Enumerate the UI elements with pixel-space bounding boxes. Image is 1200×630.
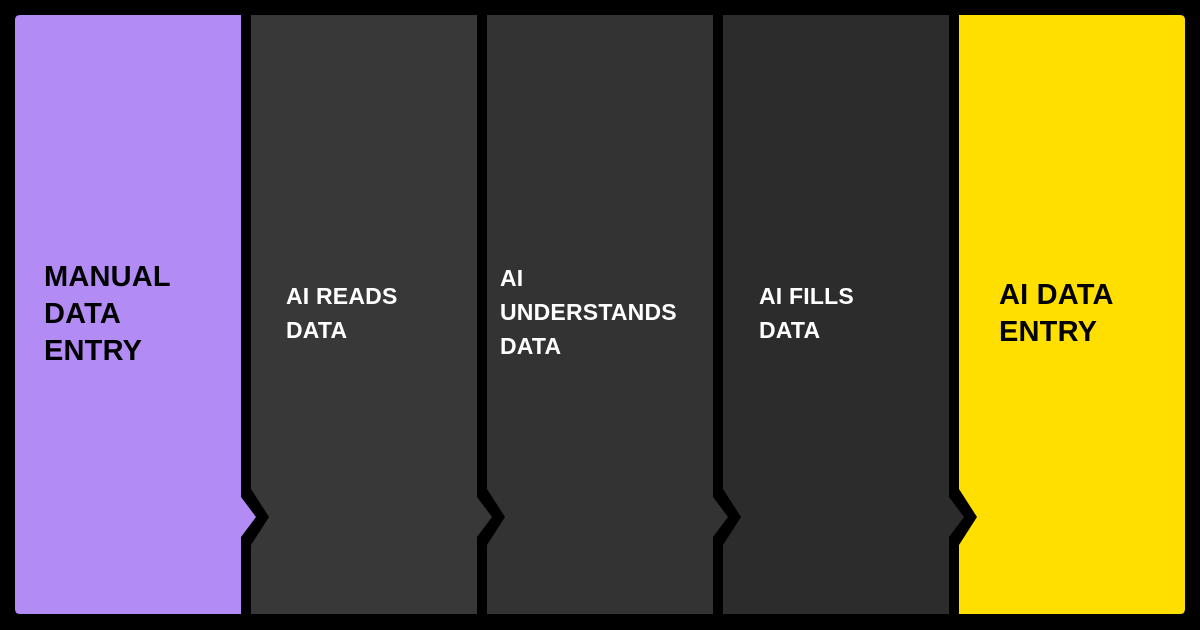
step-label: AI UNDERSTANDS DATA xyxy=(500,265,677,359)
step-panel-shape xyxy=(723,15,964,614)
step-manual-data-entry: MANUAL DATA ENTRY xyxy=(15,15,260,614)
step-label: AI FILLS DATA xyxy=(759,283,854,343)
step-ai-fills-data: AI FILLS DATA xyxy=(723,15,968,614)
step-ai-understands-data: AI UNDERSTANDS DATA xyxy=(487,15,732,614)
step-ai-reads-data: AI READS DATA xyxy=(251,15,496,614)
step-ai-data-entry: AI DATA ENTRY xyxy=(959,15,1185,614)
step-label: MANUAL DATA ENTRY xyxy=(44,261,171,367)
step-panel-shape xyxy=(959,15,1185,614)
step-label: AI READS DATA xyxy=(286,283,398,343)
step-panel-shape xyxy=(487,15,728,614)
step-label: AI DATA ENTRY xyxy=(999,279,1114,348)
step-panel-shape xyxy=(251,15,492,614)
step-panel-shape xyxy=(15,15,256,614)
